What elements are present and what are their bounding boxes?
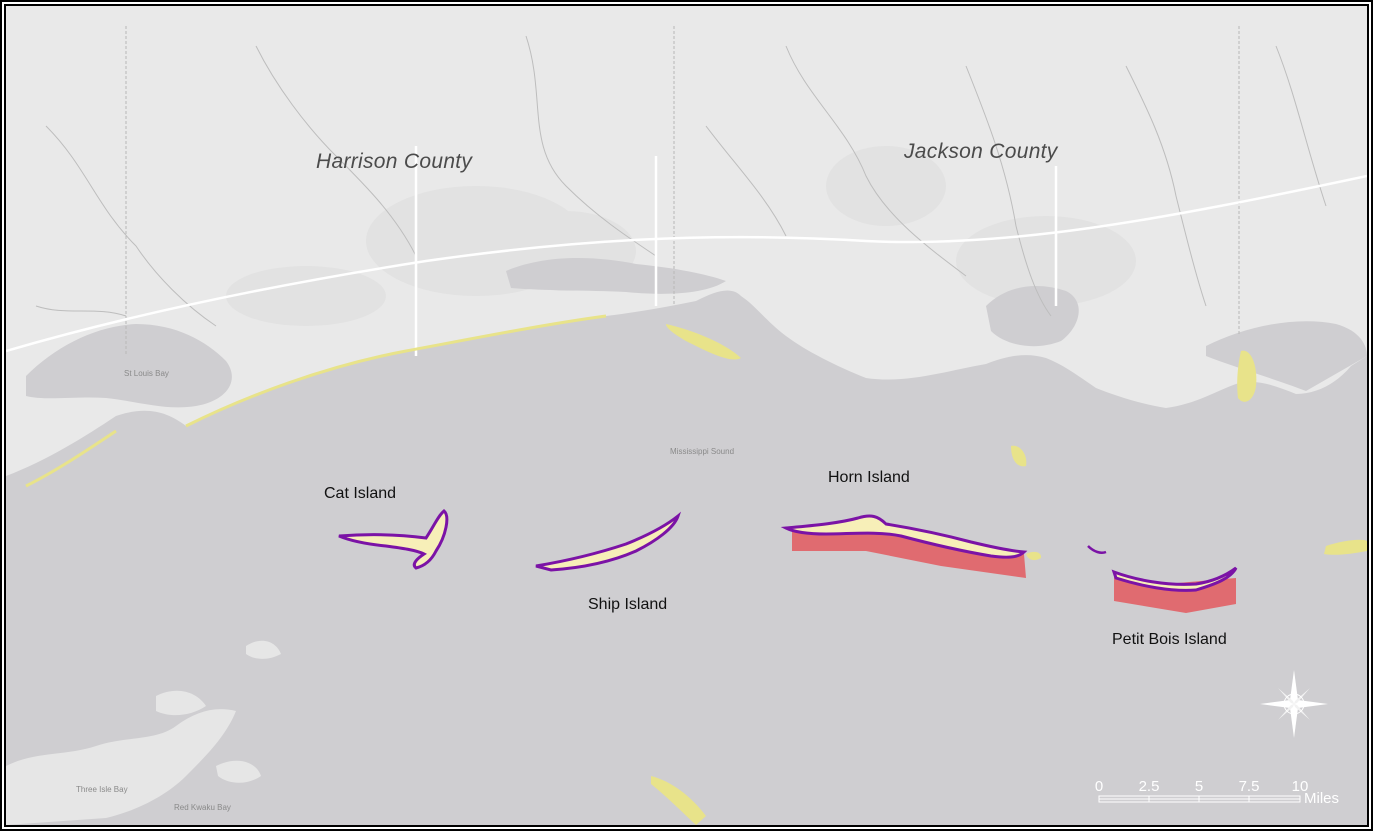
water-label-three-isle-bay: Three Isle Bay (76, 785, 128, 794)
scale-tick-7-5: 7.5 (1239, 778, 1260, 795)
west-shoal (25, 429, 117, 488)
scale-tick-0: 0 (1095, 778, 1103, 795)
shoals (651, 324, 1367, 825)
rivers (35, 35, 1327, 327)
island-label-cat: Cat Island (324, 485, 396, 502)
horn-island-shape[interactable] (780, 514, 1028, 559)
scale-bar: 0 2.5 5 7.5 10 Miles (1095, 778, 1339, 807)
island-label-ship: Ship Island (588, 596, 667, 613)
island-label-petit-bois: Petit Bois Island (1112, 631, 1227, 648)
mainland-shoal (185, 314, 607, 428)
st-louis-bay (26, 324, 232, 408)
island-label-horn: Horn Island (828, 469, 910, 486)
water-label-st-louis-bay: St Louis Bay (124, 369, 169, 378)
county-label-jackson: Jackson County (903, 140, 1059, 163)
scale-tick-2-5: 2.5 (1139, 778, 1160, 795)
water-body (6, 290, 1367, 825)
water-label-mississippi-sound: Mississippi Sound (670, 447, 734, 456)
highways (6, 146, 1367, 356)
back-bay (506, 258, 726, 294)
marsh-islands (6, 640, 281, 825)
county-boundaries (125, 26, 1240, 356)
compass-rose-icon (1260, 670, 1328, 738)
ship-island-shape[interactable] (535, 511, 682, 572)
scale-tick-5: 5 (1195, 778, 1203, 795)
petit-bois-west-tip (1087, 545, 1107, 554)
petit-bois-island-shape[interactable] (1111, 566, 1238, 592)
scale-tick-10: 10 (1292, 778, 1309, 795)
county-label-harrison: Harrison County (316, 150, 473, 173)
grand-bay (1206, 321, 1367, 391)
water-label-red-kwaku: Red Kwaku Bay (174, 803, 231, 812)
horn-erosion-zone (792, 524, 1026, 578)
map-canvas[interactable]: Harrison County Jackson County St Louis … (6, 6, 1367, 825)
scale-unit: Miles (1304, 790, 1339, 807)
cat-island-shape[interactable] (338, 509, 449, 570)
